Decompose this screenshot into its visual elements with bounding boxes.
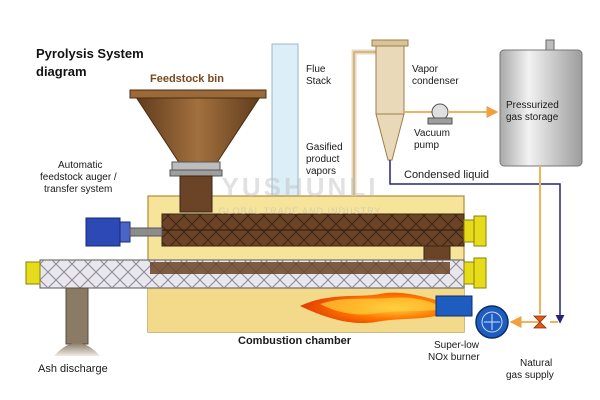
auger-end-cap (463, 219, 475, 243)
burner-label-1: Super-low (434, 340, 480, 351)
natural-gas-label-1: Natural (520, 358, 552, 369)
auger-motor (85, 217, 121, 247)
flue-stack (271, 43, 299, 197)
ash-pile (54, 343, 100, 356)
condensed-liquid-line (389, 160, 565, 324)
vacuum-pump-label-1: Vacuum (414, 128, 450, 139)
vapor-condenser-label-2: condenser (412, 76, 459, 87)
flue-stack-label-1: Flue (306, 64, 326, 75)
feed-chute (179, 175, 213, 213)
gasified-vapors-label-3: vapors (306, 166, 336, 177)
diagram-title-line2: diagram (36, 64, 87, 79)
storage-label-2: gas storage (506, 112, 559, 123)
gasified-vapors-label-1: Gasified (306, 142, 343, 153)
auger-label-3: transfer system (44, 184, 112, 195)
combustion-chamber-label: Combustion chamber (238, 335, 352, 347)
retort-end-cap-right (473, 257, 487, 289)
feedstock-bin (133, 93, 263, 165)
auger-label-2: feedstock auger / (40, 172, 117, 183)
vapor-condenser-label-1: Vapor (412, 64, 439, 75)
watermark-tagline: GLOBAL TRADE AND INDUSTRY (219, 206, 382, 216)
natural-gas-label-2: gas supply (506, 370, 554, 381)
burner-label-2: NOx burner (428, 352, 480, 363)
gasified-vapors-label-2: product (306, 154, 340, 165)
watermark-brand: YUSHUNLI (222, 172, 379, 202)
flue-stack-label-2: Stack (306, 76, 332, 87)
storage-label-1: Pressurized (506, 100, 559, 111)
ash-discharge-label: Ash discharge (38, 363, 108, 375)
ash-chute (65, 287, 89, 345)
feedstock-bin-label: Feedstock bin (150, 73, 224, 85)
diagram-title-line1: Pyrolysis System (36, 46, 144, 61)
vacuum-pump-label-2: pump (414, 140, 439, 151)
gas-valve (533, 315, 547, 323)
vapor-condenser (375, 39, 405, 115)
retort-end-cap-left (25, 261, 41, 285)
auger-label-1: Automatic (58, 160, 102, 171)
condensed-liquid-label: Condensed liquid (404, 169, 489, 181)
nox-burner (435, 295, 473, 317)
